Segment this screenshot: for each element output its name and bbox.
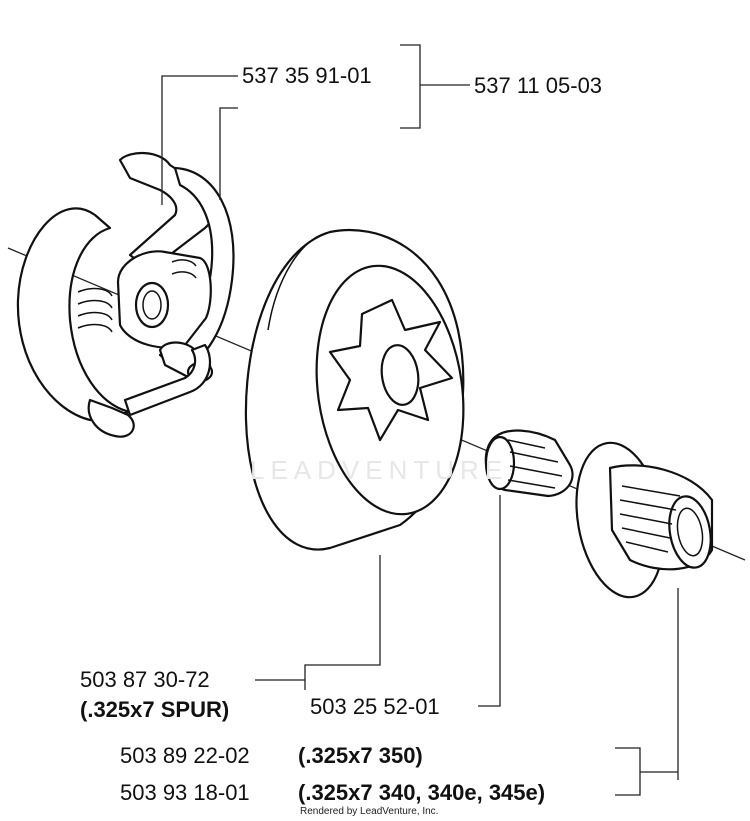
leader-lines bbox=[161, 44, 679, 796]
clutch-assembly bbox=[16, 152, 235, 438]
label-washer-a-spec: (.325x7 350) bbox=[298, 743, 423, 768]
watermark: LEADVENTURE bbox=[250, 455, 509, 485]
footer-rendered-by: Rendered by LeadVenture, Inc. bbox=[300, 806, 439, 817]
label-needle-bearing: 503 25 52-01 bbox=[310, 694, 440, 719]
needle-bearing bbox=[484, 429, 574, 498]
label-washer-a-part: 503 89 22-02 bbox=[120, 743, 250, 768]
clutch-drum bbox=[244, 228, 465, 551]
label-washer-b-part: 503 93 18-01 bbox=[120, 780, 250, 805]
label-clutch-assembly: 537 11 05-03 bbox=[474, 73, 603, 98]
label-washer-b-spec: (.325x7 340, 340e, 345e) bbox=[298, 780, 546, 805]
label-drum-spec: (.325x7 SPUR) bbox=[80, 697, 230, 722]
label-clutch-shoe: 537 35 91-01 bbox=[242, 63, 372, 88]
washer-drive bbox=[575, 441, 714, 599]
label-drum-part: 503 87 30-72 bbox=[80, 667, 210, 692]
